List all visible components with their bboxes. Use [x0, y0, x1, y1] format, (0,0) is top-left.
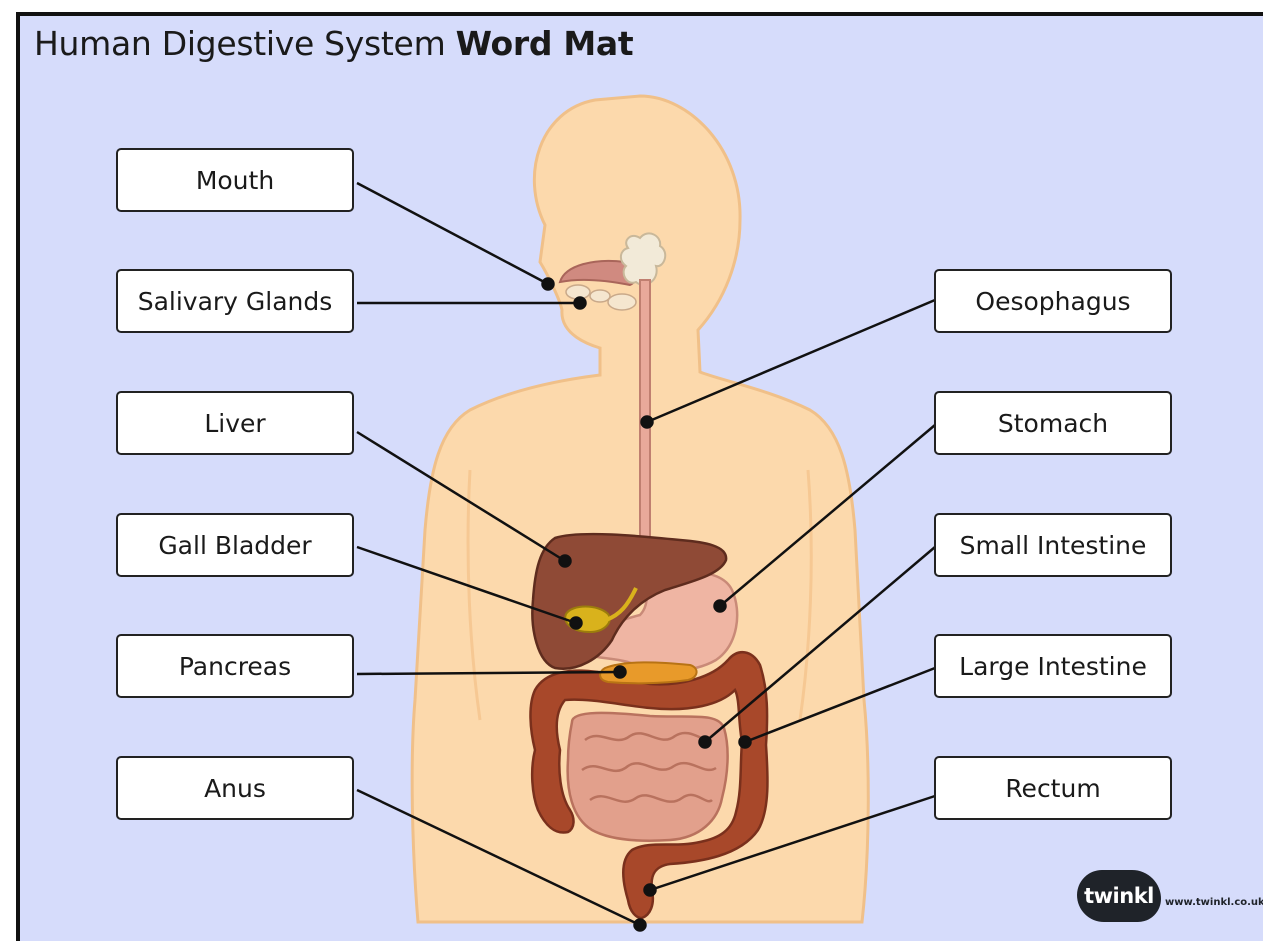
- title-bold: Word Mat: [456, 24, 634, 63]
- twinkl-logo-badge: twinkl: [1077, 870, 1161, 922]
- small-intestine-shape: [568, 713, 728, 841]
- connector-mouth: [357, 183, 548, 284]
- label-liver: Liver: [116, 391, 354, 455]
- label-rectum: Rectum: [934, 756, 1172, 820]
- label-mouth: Mouth: [116, 148, 354, 212]
- label-small-intestine: Small Intestine: [934, 513, 1172, 577]
- label-anus: Anus: [116, 756, 354, 820]
- label-large-intestine: Large Intestine: [934, 634, 1172, 698]
- twinkl-url: www.twinkl.co.uk: [1165, 897, 1263, 908]
- label-stomach: Stomach: [934, 391, 1172, 455]
- title-normal: Human Digestive System: [34, 24, 456, 63]
- label-salivary-glands: Salivary Glands: [116, 269, 354, 333]
- oesophagus-tube: [640, 280, 650, 545]
- label-pancreas: Pancreas: [116, 634, 354, 698]
- page-title: Human Digestive System Word Mat: [34, 24, 633, 63]
- twinkl-logo: twinkl www.twinkl.co.uk: [1077, 870, 1263, 922]
- label-gall-bladder: Gall Bladder: [116, 513, 354, 577]
- label-oesophagus: Oesophagus: [934, 269, 1172, 333]
